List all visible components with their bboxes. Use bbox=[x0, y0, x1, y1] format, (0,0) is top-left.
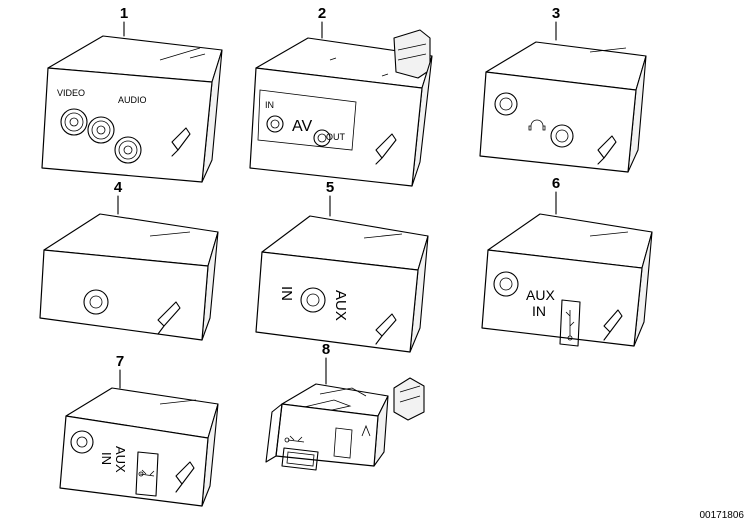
part-8: 8 bbox=[265, 341, 425, 471]
usb-port bbox=[281, 447, 319, 471]
aux-jack bbox=[493, 271, 519, 297]
plug-ribs bbox=[399, 385, 421, 403]
retaining-clip bbox=[157, 301, 181, 335]
usb-port bbox=[135, 451, 159, 497]
aux-label: AUX bbox=[332, 290, 349, 321]
side-window bbox=[333, 427, 353, 459]
jack-left bbox=[494, 92, 518, 116]
aux-label: AUX bbox=[113, 446, 128, 473]
housing-rail bbox=[589, 47, 627, 53]
audio-jack-left bbox=[87, 116, 115, 144]
front-panel bbox=[255, 251, 419, 353]
inset-plate bbox=[257, 89, 357, 151]
retaining-clip bbox=[603, 309, 623, 341]
jack-right bbox=[550, 124, 574, 148]
part-number: 4 bbox=[114, 179, 123, 196]
diagram-id: 00171806 bbox=[700, 510, 745, 521]
usb-port-inner bbox=[286, 451, 315, 467]
in-label: IN bbox=[99, 452, 114, 465]
front-panel bbox=[481, 249, 643, 347]
housing-rail bbox=[363, 233, 403, 239]
out-label: OUT bbox=[326, 132, 346, 142]
in-label: IN bbox=[532, 303, 546, 319]
part-number: 2 bbox=[318, 5, 326, 22]
aux-jack bbox=[300, 287, 326, 313]
av-label: AV bbox=[292, 118, 312, 135]
bezel-flange bbox=[265, 403, 283, 463]
part-number: 7 bbox=[116, 353, 124, 370]
part-4: 4 bbox=[39, 179, 219, 341]
plug-ribs bbox=[397, 43, 427, 61]
housing-marks bbox=[329, 57, 389, 77]
aux-jack bbox=[83, 289, 109, 315]
usb-icon bbox=[138, 469, 155, 477]
front-panel bbox=[59, 415, 209, 507]
retaining-clip bbox=[597, 135, 617, 165]
housing-rail bbox=[159, 399, 197, 405]
retaining-clip bbox=[171, 127, 191, 157]
retaining-clip bbox=[375, 133, 397, 165]
audio-label: AUDIO bbox=[118, 95, 147, 105]
retaining-clip bbox=[175, 461, 195, 493]
part-6: 6 AUX IN bbox=[481, 175, 653, 347]
aux-label: AUX bbox=[526, 287, 555, 303]
part-2: 2 IN AV OUT bbox=[249, 5, 433, 187]
front-panel bbox=[479, 71, 637, 173]
in-label: IN bbox=[265, 100, 274, 110]
in-label: IN bbox=[278, 286, 295, 301]
housing-rail bbox=[149, 231, 191, 237]
part-number: 5 bbox=[326, 179, 334, 196]
retaining-clip bbox=[375, 313, 397, 345]
part-5: 5 IN AUX bbox=[255, 179, 429, 353]
part-number: 6 bbox=[552, 175, 560, 192]
housing-rail bbox=[589, 231, 629, 237]
arrow-mark bbox=[361, 424, 371, 437]
usb-icon bbox=[565, 310, 575, 341]
front-panel bbox=[249, 67, 423, 187]
part-1: 1 VIDEO AUDIO bbox=[41, 5, 223, 183]
video-jack bbox=[60, 108, 88, 136]
front-panel bbox=[39, 249, 209, 341]
housing-rail bbox=[159, 47, 206, 61]
in-jack bbox=[266, 115, 284, 133]
part-3: 3 bbox=[479, 5, 647, 173]
usb-port bbox=[559, 299, 581, 347]
part-number: 1 bbox=[120, 5, 128, 22]
part-number: 8 bbox=[322, 341, 330, 358]
video-label: VIDEO bbox=[57, 88, 85, 98]
headphone-icon bbox=[528, 119, 546, 131]
part-7: 7 AUX IN bbox=[59, 353, 219, 507]
audio-jack-right bbox=[114, 136, 142, 164]
part-number: 3 bbox=[552, 5, 560, 22]
aux-jack bbox=[70, 430, 94, 454]
out-jack bbox=[313, 129, 331, 147]
front-panel bbox=[41, 67, 213, 183]
usb-icon bbox=[284, 435, 305, 443]
